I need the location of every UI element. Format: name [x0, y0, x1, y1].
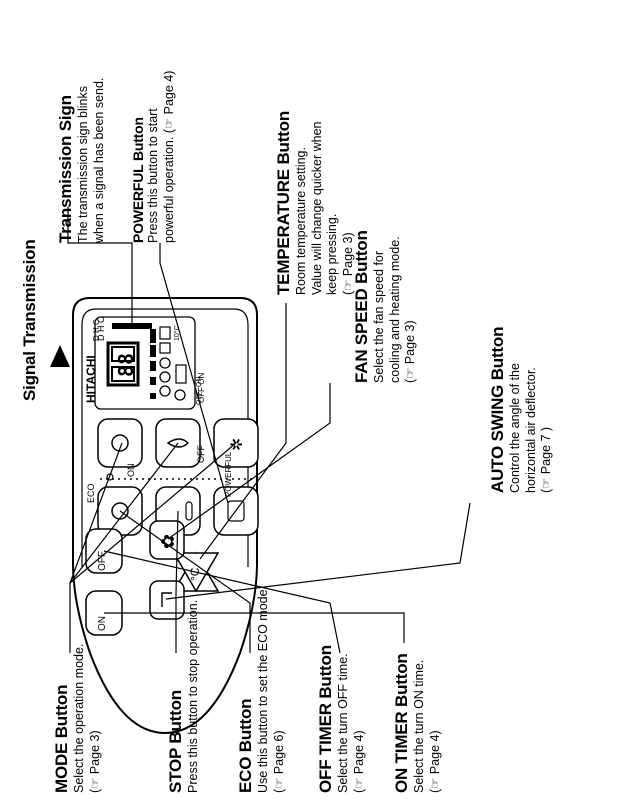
lcd-digits: 88 — [114, 352, 138, 377]
callout-title: MODE Button — [52, 684, 71, 793]
callout-line: The transmission sign blinks — [76, 85, 90, 243]
callout-stop: STOP Button Press this button to stop op… — [166, 600, 202, 793]
callout-title: ECO Button — [236, 698, 255, 793]
signal-arrow-icon — [50, 345, 70, 367]
callout-line: (☞ Page 7 ) — [539, 426, 553, 493]
callout-line: Select the fan speed for — [372, 250, 386, 383]
powerful-icon — [227, 500, 245, 522]
callout-offtimer: OFF TIMER Button Select the turn OFF tim… — [316, 645, 367, 793]
lcd-letters: D H C — [96, 316, 106, 341]
drop-icon — [166, 438, 190, 448]
callout-line: Use this button to set the ECO mode — [256, 589, 270, 793]
powerful-label: POWERFUL — [224, 451, 233, 497]
brand-logo: HITACHI — [84, 355, 98, 403]
lcd-c: C — [92, 319, 101, 325]
callout-transmission: Transmission Sign The transmission sign … — [56, 78, 107, 243]
callout-line: powerful operation. (☞ Page 4) — [161, 70, 176, 243]
lcd-display — [94, 316, 196, 410]
callout-line: Value will change quicker when — [309, 121, 324, 295]
eco-label: ECO — [86, 483, 96, 503]
swing-icon — [161, 592, 172, 607]
callout-line: (☞ Page 3) — [87, 730, 102, 793]
lcd-off-on: OFF ON — [197, 373, 206, 403]
callout-line: Control the angle of the — [508, 363, 522, 493]
lcd-d: D — [92, 335, 101, 341]
callout-line: (☞ Page 3) — [403, 320, 417, 383]
snowflake-icon: ✲ — [229, 438, 246, 451]
callout-line: Press this button to start — [146, 108, 160, 243]
callout-line: cooling and heating mode. — [387, 236, 402, 383]
callout-title: OFF TIMER Button — [316, 645, 335, 793]
fan-icon: ✿ — [158, 534, 178, 549]
callout-title: STOP Button — [166, 690, 185, 793]
callout-title: POWERFUL Button — [130, 117, 146, 243]
callout-line: (☞ Page 4) — [351, 730, 366, 793]
callout-title: AUTO SWING Button — [488, 326, 507, 493]
callout-temperature: TEMPERATURE Button Room temperature sett… — [274, 111, 356, 295]
callout-line: Room temperature setting. — [294, 147, 308, 295]
callout-title: FAN SPEED Button — [352, 230, 371, 383]
callout-ontimer: ON TIMER Button Select the turn ON time.… — [392, 653, 443, 793]
callout-fanspeed: FAN SPEED Button Select the fan speed fo… — [352, 230, 419, 383]
callout-line: when a signal has been send. — [91, 77, 106, 243]
callout-line: (☞ Page 4) — [427, 730, 442, 793]
fan-speed-button[interactable] — [149, 520, 185, 560]
callout-line: (☞ Page 6) — [271, 730, 286, 793]
stop-button-label: OFF — [196, 445, 206, 463]
callout-title: ON TIMER Button — [392, 653, 411, 793]
lcd-on: ON — [196, 376, 203, 388]
callout-line: Select the turn OFF time. — [336, 653, 350, 793]
off-timer-label: OFF — [97, 551, 108, 571]
callout-line: horizontal air deflector. — [523, 367, 538, 493]
sun-icon — [111, 434, 129, 452]
drop-icon — [159, 371, 171, 383]
lcd-temp-10: 10°C — [174, 325, 181, 341]
callout-powerful: POWERFUL Button Press this button to sta… — [130, 71, 177, 243]
leader-lines — [67, 207, 471, 654]
snowflake-icon — [159, 357, 171, 369]
on-timer-label: ON — [97, 616, 108, 631]
callout-line: Press this button to stop operation. — [186, 599, 200, 793]
lcd-off: OFF — [196, 391, 203, 405]
clock-icon — [174, 389, 186, 401]
transmission-sign-icon — [112, 323, 152, 329]
panel-on-label: ON — [126, 463, 136, 478]
callout-title: Transmission Sign — [56, 95, 75, 243]
callout-title: TEMPERATURE Button — [274, 110, 293, 295]
callout-line: Select the operation mode. — [72, 643, 86, 793]
lcd-h: H — [92, 327, 101, 333]
sun-icon — [159, 385, 171, 397]
callout-line: Select the turn ON time. — [412, 659, 426, 793]
mode-heat-button[interactable] — [97, 418, 143, 468]
callout-autoswing: AUTO SWING Button Control the angle of t… — [488, 327, 555, 493]
callout-mode: MODE Button Select the operation mode. (… — [52, 644, 103, 793]
callout-eco: ECO Button Use this button to set the EC… — [236, 589, 287, 793]
temp-unit-label: °C — [188, 567, 202, 581]
callout-line: keep pressing. — [325, 213, 339, 295]
